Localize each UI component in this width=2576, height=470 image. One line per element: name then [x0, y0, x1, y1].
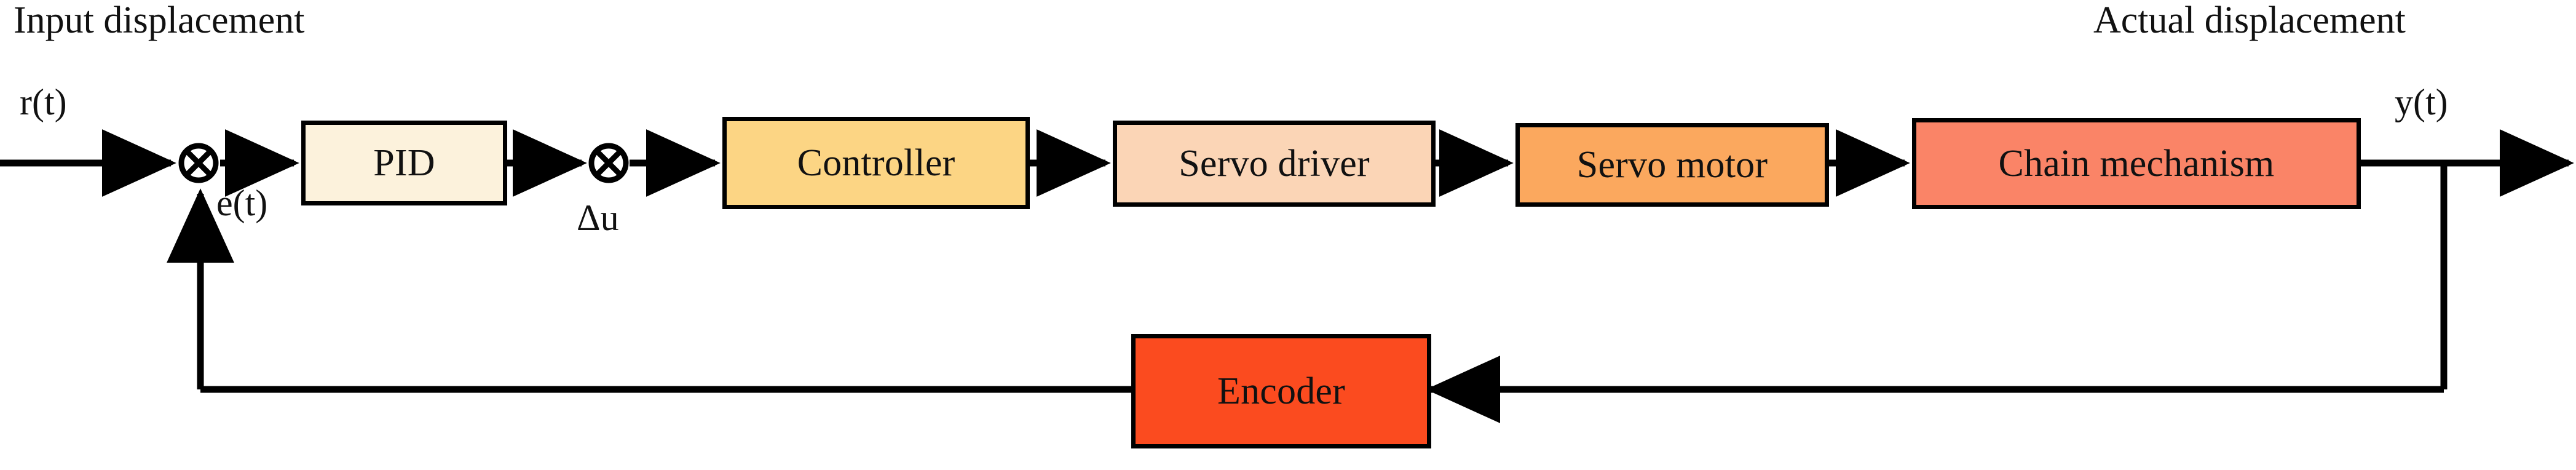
signal-label-delta-u: Δu: [577, 197, 619, 238]
signal-label-yt: y(t): [2395, 82, 2448, 122]
block-encoder[interactable]: Encoder: [1131, 334, 1431, 448]
sum-junction-1[interactable]: [178, 143, 219, 183]
block-controller-label: Controller: [797, 141, 955, 184]
heading-actual-displacement: Actual displacement: [2093, 0, 2406, 41]
block-servo-motor-label: Servo motor: [1576, 143, 1768, 186]
signal-label-et: e(t): [216, 183, 268, 223]
block-servo-motor[interactable]: Servo motor: [1515, 123, 1829, 207]
block-servo-driver[interactable]: Servo driver: [1113, 121, 1436, 207]
sum-junction-2[interactable]: [588, 143, 629, 183]
cross-circle-icon: [178, 143, 219, 183]
cross-circle-icon: [588, 143, 629, 183]
signal-label-rt: r(t): [20, 82, 67, 122]
block-pid[interactable]: PID: [301, 121, 507, 205]
block-pid-label: PID: [373, 141, 435, 184]
heading-input-displacement: Input displacement: [14, 0, 305, 41]
block-chain-mechanism[interactable]: Chain mechanism: [1912, 118, 2361, 209]
block-chain-mechanism-label: Chain mechanism: [1998, 142, 2275, 185]
block-servo-driver-label: Servo driver: [1179, 142, 1370, 185]
block-encoder-label: Encoder: [1217, 370, 1345, 412]
block-controller[interactable]: Controller: [722, 117, 1030, 209]
